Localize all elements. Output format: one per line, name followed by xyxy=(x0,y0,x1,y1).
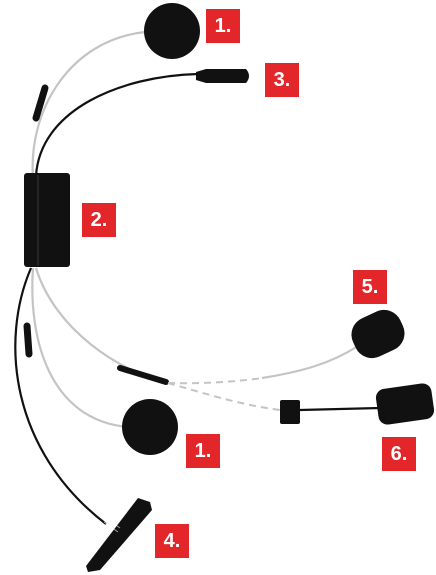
bottom-cable-sleeve xyxy=(23,322,33,358)
mic-cable-sleeve xyxy=(117,365,169,385)
mount-cable xyxy=(14,267,107,525)
label-speaker-bottom: 1. xyxy=(186,434,220,468)
battery-mount xyxy=(86,498,152,572)
label-control-unit: 2. xyxy=(82,203,116,237)
label-cable-connector: 3. xyxy=(265,63,299,97)
label-boom-mic: 5. xyxy=(353,270,387,304)
cable-connector xyxy=(196,69,249,83)
label-battery-mount: 4. xyxy=(155,524,189,558)
wired-mic-plug xyxy=(280,400,300,424)
boom-mic xyxy=(351,309,405,359)
wired-mic xyxy=(375,383,435,425)
label-wired-mic: 6. xyxy=(382,437,416,471)
boom-mic-cable xyxy=(34,267,169,385)
connector-cable xyxy=(34,72,199,177)
label-speaker-top: 1. xyxy=(206,9,240,43)
control-unit xyxy=(24,173,70,267)
dashed-cable-to-boom-mic xyxy=(167,377,263,385)
top-speaker-cable xyxy=(31,30,146,179)
bottom-speaker xyxy=(122,399,178,455)
top-speaker xyxy=(144,3,200,59)
boom-mic-cable-tail xyxy=(261,345,359,380)
wired-mic-cable xyxy=(299,406,381,412)
top-cable-sleeve xyxy=(32,84,49,122)
dashed-cable-to-wired-mic xyxy=(167,382,281,411)
bottom-speaker-cable xyxy=(31,267,129,429)
